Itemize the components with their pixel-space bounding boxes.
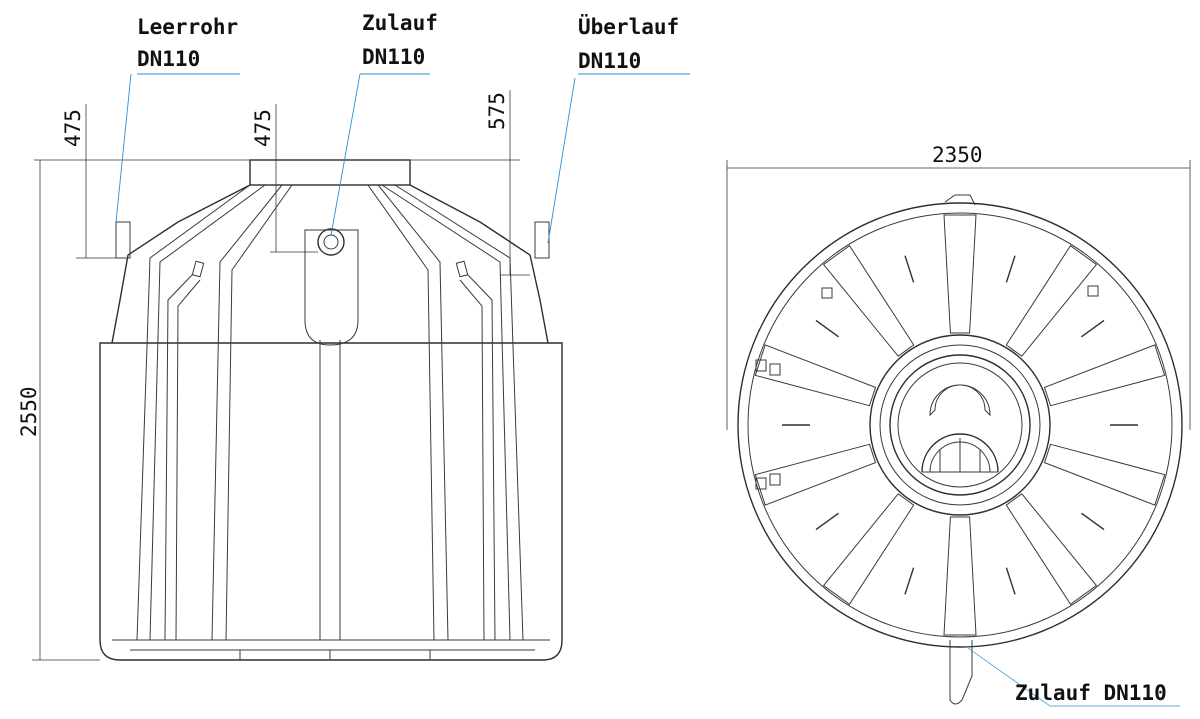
dim-2550-text: 2550	[17, 386, 41, 437]
radial-rib	[822, 244, 915, 357]
tank-neck	[249, 159, 411, 186]
radial-rib	[754, 344, 877, 407]
rib-inner-small-right	[459, 274, 496, 641]
tank-outer-circle	[737, 202, 1183, 648]
radial-fin	[815, 319, 840, 338]
slot-top-b	[1087, 285, 1099, 297]
zulauf-pipe-outer	[317, 228, 345, 256]
radial-fin	[815, 512, 840, 531]
leerrohr-label: Leerrohr	[137, 15, 238, 39]
rib-right-inner	[367, 184, 449, 641]
dim-575-lines	[410, 90, 530, 276]
radial-fin	[1080, 319, 1105, 338]
side-view: 475 475 575 2550 Leerrohr DN110 Zulauf D…	[17, 11, 690, 661]
slot-right	[455, 260, 469, 278]
ueberlauf-leader	[547, 73, 690, 244]
top-view: 2350 Zulauf DN110	[726, 143, 1191, 707]
radial-fin	[904, 567, 915, 595]
dim-2550-lines	[32, 160, 100, 661]
radial-rib	[943, 516, 977, 636]
radial-rib	[754, 443, 877, 506]
zulauf-dn-label: DN110	[362, 45, 425, 69]
inner-filter-basket	[921, 433, 999, 473]
zulauf-label: Zulauf	[362, 11, 438, 35]
radial-fin	[1005, 567, 1016, 595]
rib-center	[319, 340, 341, 640]
neck-ring-outer	[869, 334, 1051, 516]
zulauf-leader	[330, 73, 430, 236]
dim-475-left-lines	[34, 104, 250, 259]
radial-ribs	[754, 214, 1166, 636]
neck-ring-mid	[879, 344, 1041, 506]
dim-575-text: 575	[485, 92, 509, 130]
neck-ring-inner	[889, 354, 1031, 496]
radial-fin	[904, 255, 915, 283]
inlet-housing	[304, 229, 359, 346]
ueberlauf-pipe	[534, 221, 550, 259]
rib-left-outer	[136, 184, 266, 641]
radial-rib	[822, 493, 915, 606]
radial-rib	[1005, 493, 1098, 606]
radial-rib	[1043, 443, 1166, 506]
rib-left-inner	[211, 184, 293, 641]
dim-475-mid-text: 475	[251, 109, 275, 147]
leerrohr-leader	[115, 73, 240, 223]
slot-left	[191, 260, 205, 278]
dim-2350-lines	[726, 160, 1191, 430]
slot-top-a	[821, 287, 833, 299]
neck-ring-innermost	[897, 362, 1023, 488]
radial-fin	[1080, 512, 1105, 531]
dim-475-left-text: 475	[61, 109, 85, 147]
top-leader	[967, 647, 1180, 707]
top-inlet-pipe	[949, 640, 973, 705]
radial-fin	[1005, 255, 1016, 283]
radial-rib	[943, 214, 977, 334]
ueberlauf-dn-label: DN110	[578, 49, 641, 73]
rib-inner-small-left	[164, 274, 201, 641]
leerrohr-dn-label: DN110	[137, 47, 200, 71]
tank-base	[112, 639, 550, 660]
dim-2350-text: 2350	[932, 143, 983, 167]
tank-shoulder	[111, 184, 549, 344]
slot-top-left-a	[755, 359, 767, 372]
dim-475-mid-lines	[270, 104, 318, 253]
inner-filter-grid	[922, 438, 998, 473]
top-inlet-cap	[944, 194, 976, 206]
tank-rim-circle	[747, 212, 1173, 638]
tank-body	[99, 342, 563, 661]
radial-rib	[1005, 244, 1098, 357]
radial-rib	[1043, 344, 1166, 407]
slot-top-left-b	[769, 363, 781, 376]
ueberlauf-label: Überlauf	[578, 14, 679, 39]
leerrohr-pipe	[115, 221, 131, 259]
inner-baffle	[929, 384, 991, 417]
zulauf-pipe-inner	[323, 234, 339, 250]
slot-top-left-d	[769, 473, 781, 486]
rib-right-outer	[381, 184, 524, 641]
top-zulauf-label: Zulauf DN110	[1015, 681, 1167, 705]
slot-top-left-c	[755, 477, 767, 490]
